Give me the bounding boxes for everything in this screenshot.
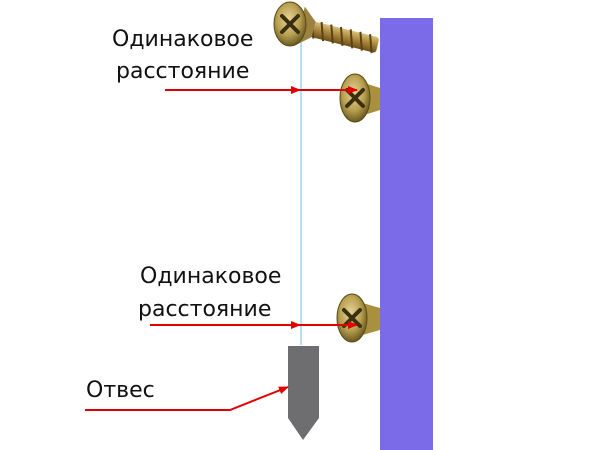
arrow-plumb <box>85 386 289 411</box>
screw-icon <box>336 293 380 343</box>
screw-icon <box>273 1 379 54</box>
plumb-bob-icon <box>288 346 319 440</box>
mid-label-line2: расстояние <box>138 297 272 322</box>
top-label-line1: Одинаковое <box>112 27 254 52</box>
screw-icon <box>339 73 380 123</box>
mid-label-line1: Одинаковое <box>140 264 282 289</box>
wall <box>380 18 433 450</box>
plumb-label: Отвес <box>86 378 155 403</box>
top-label-line2: расстояние <box>116 59 250 84</box>
